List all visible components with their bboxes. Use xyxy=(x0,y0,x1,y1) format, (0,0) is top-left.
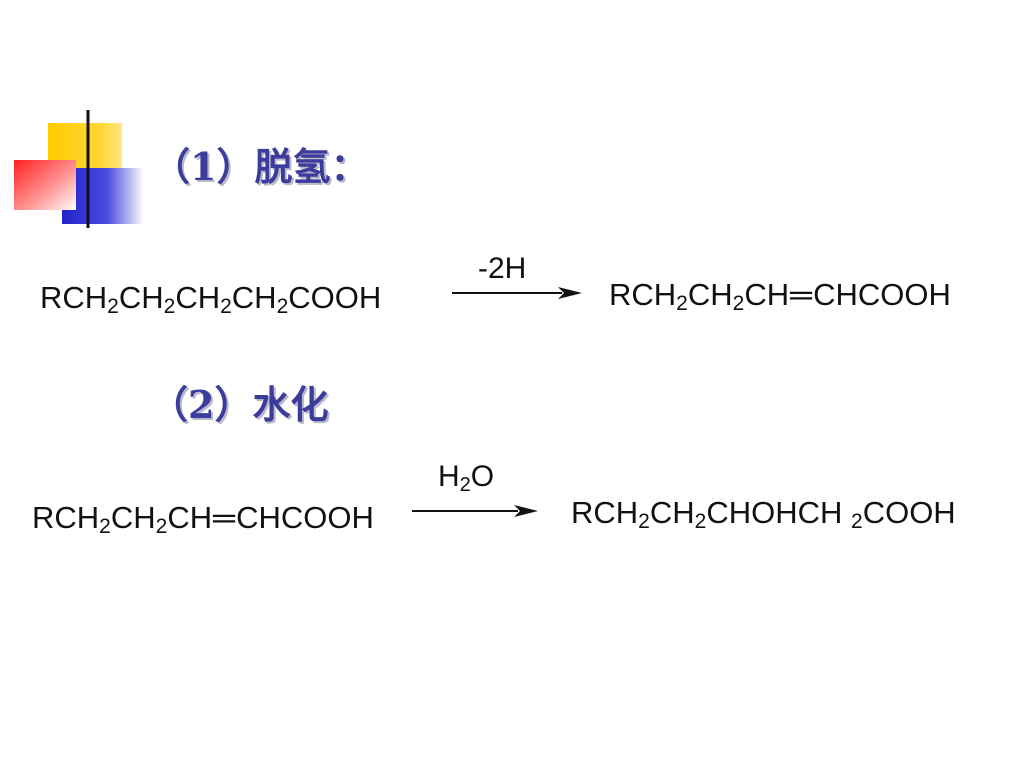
step1-arrow xyxy=(452,287,582,299)
step1-condition: -2H xyxy=(478,252,527,285)
step1-heading: （1）脱氢： xyxy=(152,144,369,189)
step1-reactant: RCH2CH2CH2CH2COOH xyxy=(40,280,382,318)
step2-reactant: RCH2CH2CH═CHCOOH xyxy=(32,500,374,538)
step2-arrow xyxy=(412,505,538,517)
step2-condition: H2O xyxy=(438,460,495,496)
step2-heading: （2）水化 xyxy=(150,382,329,427)
corner-decoration xyxy=(14,110,144,228)
step2-product: RCH2CH2CHOHCH 2COOH xyxy=(571,495,956,533)
deco-red-square xyxy=(14,160,76,210)
step1-product: RCH2CH2CH═CHCOOH xyxy=(609,277,951,315)
